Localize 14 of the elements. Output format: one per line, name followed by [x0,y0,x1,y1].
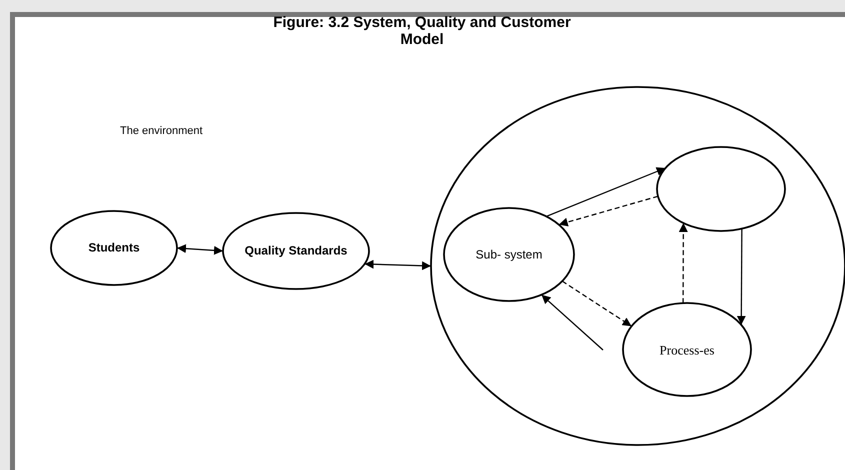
arrow [678,222,688,304]
node-label: Students [87,240,141,256]
arrow [541,294,604,350]
arrow [176,244,224,255]
node-label: Quality Standards [244,244,348,258]
arrow [558,196,658,226]
figure-title: Figure: 3.2 System, Quality and Customer Model [272,14,572,48]
arrow [736,228,746,325]
node-label: Sub- system [474,247,544,262]
node-label: Process-es [658,342,716,357]
environment-label: The environment [120,125,203,137]
arrow [364,260,432,270]
arrow [562,280,632,327]
arrow [546,167,666,217]
